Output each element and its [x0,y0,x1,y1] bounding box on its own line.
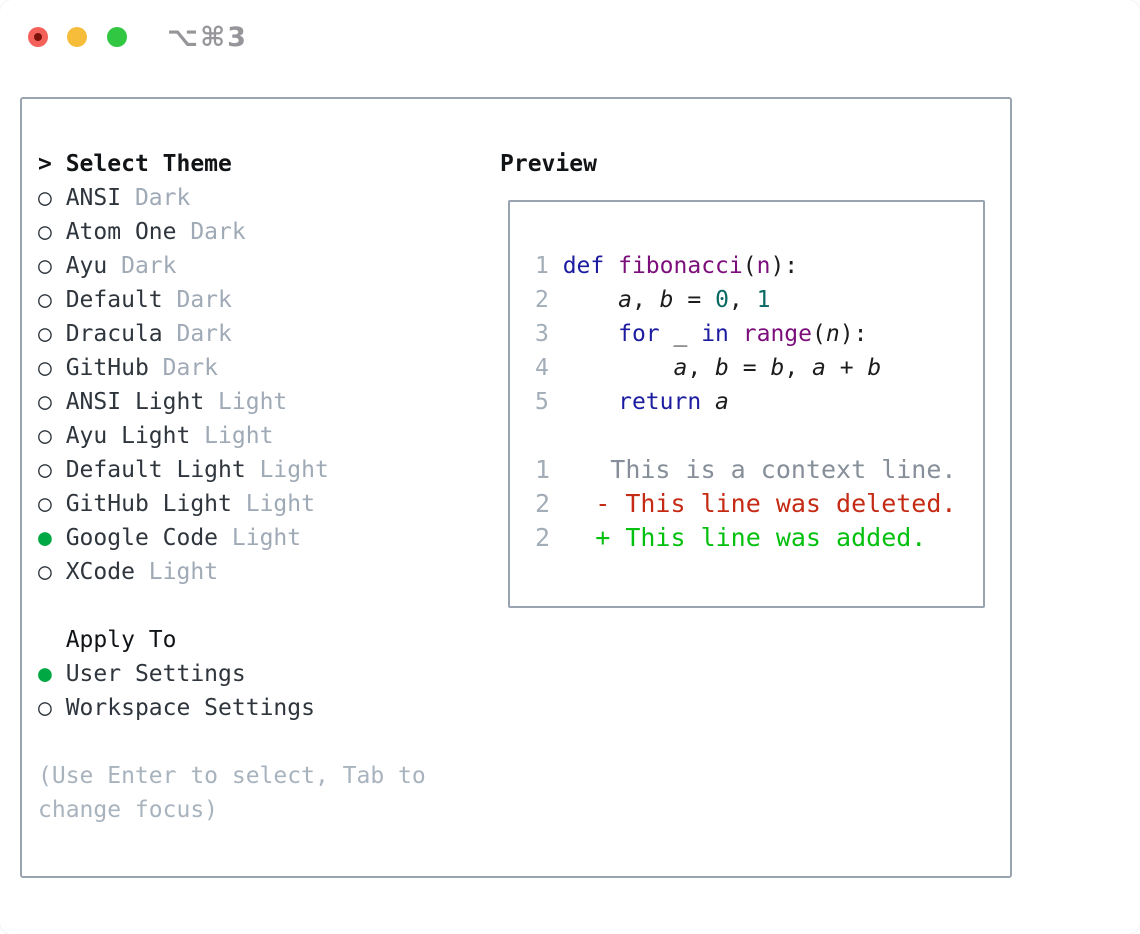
theme-variant: Dark [176,219,246,245]
preview-box: 1 def fibonacci(n): 2 a, b = 0, 1 3 for _ … [508,200,985,608]
theme-list: ○ ANSI Dark○ Atom One Dark○ Ayu Dark○ De… [38,181,498,589]
radio-unselected-icon: ○ [38,457,66,483]
theme-option[interactable]: ○ ANSI Dark [38,181,498,215]
apply-option-label: Workspace Settings [65,695,315,721]
code-lines: 1 def fibonacci(n): 2 a, b = 0, 1 3 for _ … [535,249,983,419]
theme-name: Ayu Light [65,423,191,449]
apply-to-list: ● User Settings○ Workspace Settings [38,657,498,725]
theme-name: GitHub [65,355,149,381]
main-panel: > Select Theme ○ ANSI Dark○ Atom One Dar… [20,97,1012,878]
apply-to-option[interactable]: ● User Settings [38,657,498,691]
radio-unselected-icon: ○ [38,287,66,313]
theme-name: Default [65,287,163,313]
titlebar: ⌥⌘3 [0,0,1140,97]
code-line: 4 a, b = b, a + b [535,355,882,381]
theme-option[interactable]: ○ GitHub Light Light [38,487,498,521]
apply-to-option[interactable]: ○ Workspace Settings [38,691,498,725]
theme-name: Google Code [65,525,219,551]
code-line: 2 a, b = 0, 1 [535,287,771,313]
theme-name: Default Light [65,457,246,483]
preview-title: Preview [500,151,597,177]
theme-name: ANSI [65,185,122,211]
theme-variant: Light [231,491,315,517]
zoom-button-icon[interactable] [107,27,127,47]
theme-variant: Dark [162,321,232,347]
radio-unselected-icon: ○ [38,559,66,585]
apply-option-label: User Settings [65,661,246,687]
theme-variant: Dark [121,185,191,211]
code-line: 5 return a [535,389,729,415]
diff-line-context: 1 This is a context line. [535,455,957,484]
theme-option[interactable]: ○ Ayu Dark [38,249,498,283]
theme-name: Ayu [65,253,108,279]
theme-picker-title-label: Select Theme [65,151,232,177]
diff-line-deleted: 2 - This line was deleted. [535,489,957,518]
theme-option[interactable]: ○ Ayu Light Light [38,419,498,453]
theme-variant: Light [190,423,274,449]
theme-option[interactable]: ○ ANSI Light Light [38,385,498,419]
theme-variant: Light [218,525,302,551]
theme-variant: Light [134,559,219,585]
theme-option[interactable]: ○ Default Light Light [38,453,498,487]
theme-variant: Dark [162,287,232,313]
theme-option[interactable]: ○ GitHub Dark [38,351,498,385]
caret-icon: > [38,151,66,177]
diff-lines: 1 This is a context line. 2 - This line w… [535,453,983,555]
theme-name: Atom One [65,219,177,245]
theme-option[interactable]: ○ XCode Light [38,555,498,589]
theme-variant: Dark [107,253,177,279]
code-line: 3 for _ in range(n): [535,321,868,347]
keyboard-hint: (Use Enter to select, Tab to change focu… [38,763,440,823]
radio-selected-icon: ● [38,525,66,551]
diff-line-added: 2 + This line was added. [535,523,927,552]
theme-option[interactable]: ○ Default Dark [38,283,498,317]
radio-unselected-icon: ○ [38,423,66,449]
theme-name: ANSI Light [65,389,205,415]
theme-option[interactable]: ○ Atom One Dark [38,215,498,249]
radio-unselected-icon: ○ [38,491,66,517]
apply-to-title: Apply To [65,627,177,653]
theme-name: GitHub Light [65,491,232,517]
radio-unselected-icon: ○ [38,695,66,721]
code-preview: 1 def fibonacci(n): 2 a, b = 0, 1 3 for _ … [510,202,983,555]
theme-variant: Light [204,389,288,415]
radio-unselected-icon: ○ [38,355,66,381]
theme-variant: Dark [148,355,219,381]
theme-picker-title: > Select Theme [38,147,498,181]
radio-unselected-icon: ○ [38,185,66,211]
theme-variant: Light [245,457,329,483]
radio-unselected-icon: ○ [38,321,66,347]
radio-selected-icon: ● [38,661,66,687]
close-button-icon[interactable] [28,27,48,47]
theme-option[interactable]: ● Google Code Light [38,521,498,555]
theme-option[interactable]: ○ Dracula Dark [38,317,498,351]
minimize-button-icon[interactable] [67,27,87,47]
code-line: 1 def fibonacci(n): [535,253,799,279]
window-title: ⌥⌘3 [167,22,248,53]
theme-name: Dracula [65,321,163,347]
theme-picker: > Select Theme ○ ANSI Dark○ Atom One Dar… [38,147,498,827]
theme-name: XCode [65,559,135,585]
radio-unselected-icon: ○ [38,219,66,245]
radio-unselected-icon: ○ [38,389,66,415]
radio-unselected-icon: ○ [38,253,66,279]
